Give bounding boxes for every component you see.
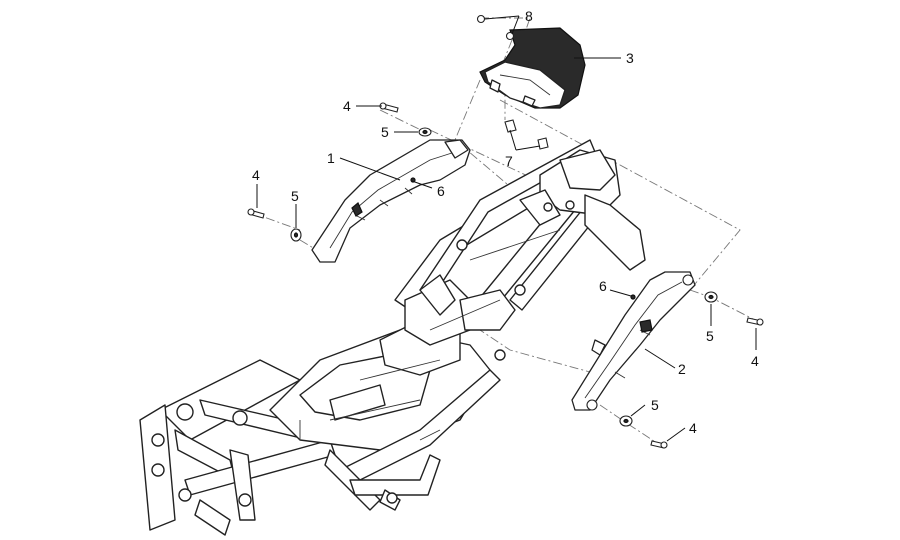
bolt-4c xyxy=(746,317,764,326)
washer-5a xyxy=(418,127,432,137)
bolt-4a xyxy=(379,102,399,113)
fasteners xyxy=(247,14,764,449)
screw-8a xyxy=(476,14,486,24)
callout-4-top: 4 xyxy=(343,98,351,114)
leader-lines xyxy=(256,15,757,442)
callout-4-bottom: 4 xyxy=(689,420,697,436)
bolt-4d xyxy=(650,440,668,449)
callout-5-bottom: 5 xyxy=(651,397,659,413)
right-side-panel xyxy=(571,271,696,411)
washer-5c xyxy=(704,291,718,303)
clip-7b xyxy=(537,137,549,150)
screw-8b xyxy=(505,31,515,41)
bolt-4b xyxy=(247,208,265,219)
callout-3: 3 xyxy=(626,50,634,66)
callout-6-right: 6 xyxy=(599,278,607,294)
left-side-panel xyxy=(311,139,471,263)
rear-frame xyxy=(139,139,646,536)
callout-5-top: 5 xyxy=(381,124,389,140)
callout-4-right: 4 xyxy=(751,353,759,369)
tail-cover xyxy=(479,27,586,109)
callout-1: 1 xyxy=(327,150,335,166)
clip-7a xyxy=(504,119,517,133)
callout-8: 8 xyxy=(525,8,533,24)
washer-5b xyxy=(290,228,302,242)
callout-5-left: 5 xyxy=(291,188,299,204)
callout-2: 2 xyxy=(678,361,686,377)
callout-6-left: 6 xyxy=(437,183,445,199)
callouts: 8 3 4 5 1 7 6 4 5 6 5 4 2 5 4 xyxy=(252,8,759,436)
callout-5-right: 5 xyxy=(706,328,714,344)
washer-5d xyxy=(619,415,633,427)
callout-7: 7 xyxy=(505,153,513,169)
clip-6b xyxy=(630,294,636,300)
callout-4-left: 4 xyxy=(252,167,260,183)
